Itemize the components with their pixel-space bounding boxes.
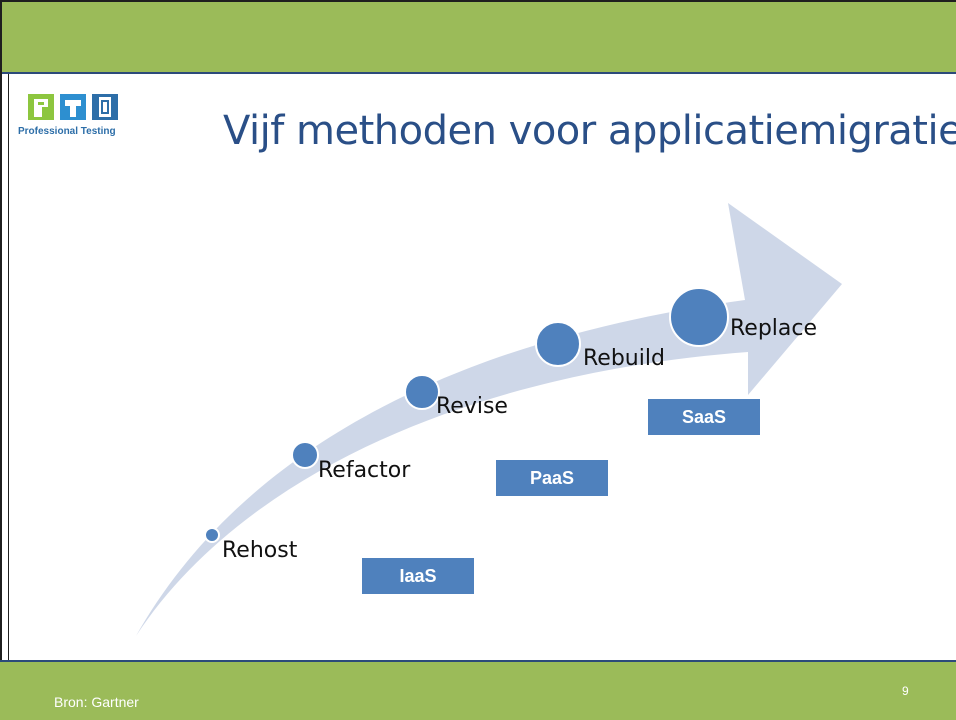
step-label-rebuild: Rebuild <box>583 346 665 371</box>
content-border-left <box>8 74 9 660</box>
logo-blocks-icon <box>28 94 118 120</box>
step-label-refactor: Refactor <box>318 458 411 483</box>
footer-band <box>0 660 956 720</box>
replace-circle <box>669 287 729 347</box>
step-label-revise: Revise <box>436 394 508 419</box>
step-label-replace: Replace <box>730 316 818 341</box>
rehost-circle <box>204 527 220 543</box>
slide-border-top <box>0 0 956 2</box>
service-box-saas: SaaS <box>648 399 760 435</box>
refactor-circle <box>291 441 319 469</box>
pti-logo: Professional Testing <box>18 92 148 144</box>
slide-title: Vijf methoden voor applicatiemigratie <box>223 108 956 154</box>
slide-border-left <box>0 0 2 720</box>
page-number: 9 <box>902 684 909 698</box>
footer-source: Bron: Gartner <box>54 694 139 710</box>
service-box-paas: PaaS <box>496 460 608 496</box>
step-label-rehost: Rehost <box>222 538 298 563</box>
revise-circle <box>404 374 440 410</box>
curved-arrow-shape <box>136 203 842 636</box>
header-band <box>0 0 956 74</box>
service-box-iaas: IaaS <box>362 558 474 594</box>
rebuild-circle <box>535 321 581 367</box>
logo-text: Professional Testing <box>18 126 116 137</box>
